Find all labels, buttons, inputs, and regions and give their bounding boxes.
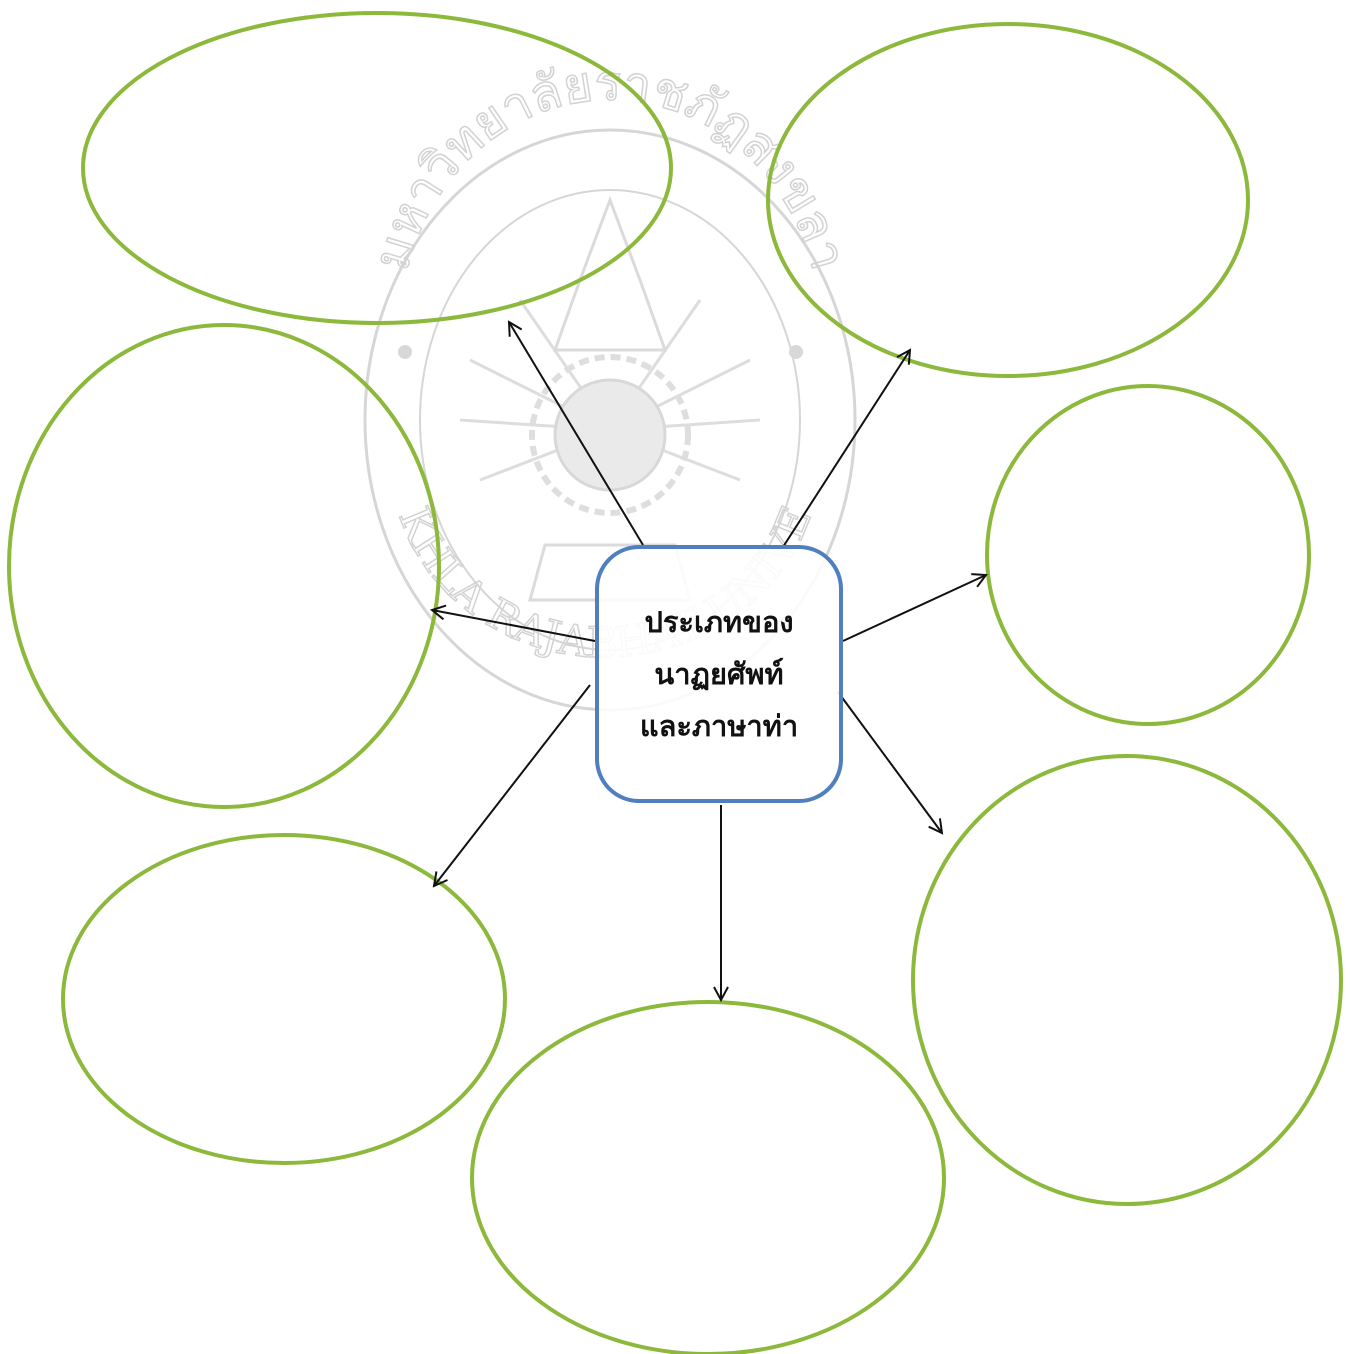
bubble-bottom-left [61,833,507,1165]
arrow-to-left [432,610,596,642]
seal-pagoda [552,195,668,352]
bubble-left [7,323,441,809]
arrow-to-bottom-right [837,691,942,833]
center-topic-box: ประเภทของ นาฏยศัพท์ และภาษาท่า [595,545,843,803]
arrow-to-right [842,575,986,642]
center-topic-line-3: และภาษาท่า [639,709,799,743]
arrow-to-bottom-left [434,684,591,886]
bubble-top-left [81,11,673,325]
arrow-to-top-right [782,350,910,548]
center-topic-line-1: ประเภทของ [644,605,794,639]
bubble-bottom-center [470,1000,946,1354]
seal-dot-right [789,345,803,359]
bubble-top-right [766,22,1250,378]
arrow-to-top-left [509,322,644,546]
bubble-bottom-right [911,754,1343,1206]
svg-text:มหาวิทยาลัยราชภัฏสงขลา: มหาวิทยาลัยราชภัฏสงขลา [362,54,858,276]
bubble-right [985,384,1311,726]
seal-top-arc-text: มหาวิทยาลัยราชภัฏสงขลา [361,53,858,277]
center-topic-line-2: นาฏยศัพท์ [654,657,784,691]
seal-emblem [553,378,667,492]
seal-dot-left [398,345,412,359]
